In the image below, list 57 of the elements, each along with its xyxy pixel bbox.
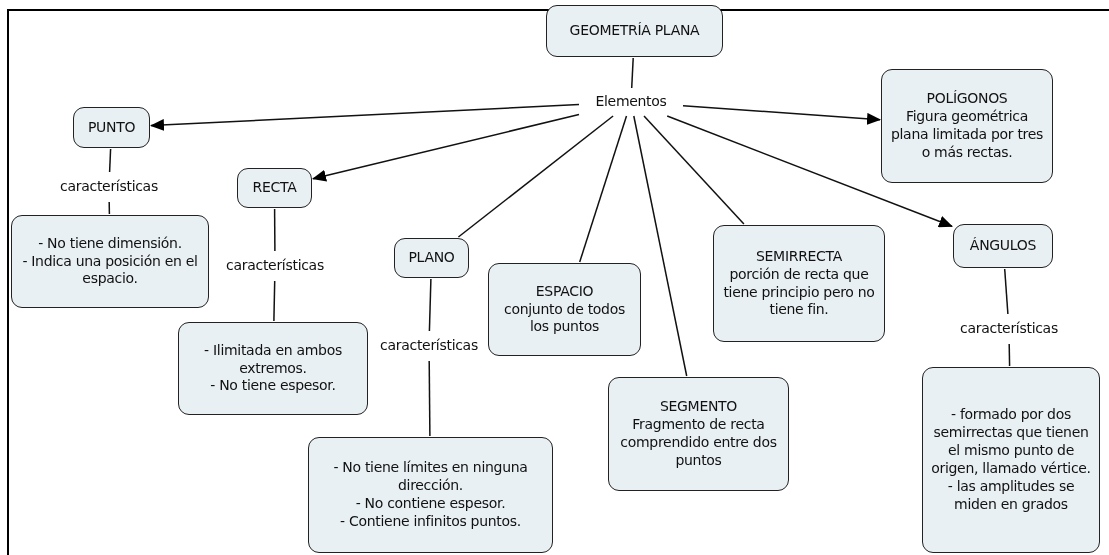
concept-text: Figura geométrica plana limitada por tres o más rectas. — [889, 108, 1045, 162]
concept-box — [488, 263, 641, 356]
connector-line — [108, 148, 112, 173]
connector-line — [273, 208, 276, 252]
concept-text: Fragmento de recta comprendido entre dos puntos — [619, 416, 778, 470]
concept-text: RECTA — [252, 179, 297, 197]
concept-text: - Contiene infinitos puntos. — [340, 512, 521, 531]
connector-line — [643, 115, 745, 225]
concept-title: ESPACIO — [535, 282, 594, 301]
linking-phrase: Elementos — [583, 92, 679, 112]
connector-line — [630, 57, 634, 89]
connector-line — [273, 280, 276, 322]
connector-line — [578, 115, 628, 263]
concept-text: - No contiene espesor. — [355, 495, 506, 513]
concept-box — [73, 107, 150, 148]
concept-title: SEMIRRECTA — [755, 247, 843, 266]
concept-text: - No tiene dimensión. — [38, 234, 182, 253]
concept-box — [953, 224, 1053, 268]
concept-title: POLÍGONOS — [926, 90, 1008, 109]
concept-box — [308, 437, 553, 553]
linking-phrase: características — [50, 176, 168, 198]
connector-line — [633, 115, 688, 377]
concept-box — [546, 5, 723, 57]
connector-line — [1003, 268, 1009, 315]
concept-box — [922, 367, 1100, 553]
concept-box — [11, 215, 209, 308]
concept-box — [394, 238, 469, 278]
connector-line — [428, 360, 431, 437]
arrow — [666, 115, 953, 228]
concept-text: porción de recta que tiene principio pero no tiene fin. — [722, 265, 876, 320]
arrow — [682, 104, 881, 125]
concept-text: - No tiene espesor. — [210, 377, 336, 396]
connector-line — [108, 201, 111, 215]
concept-text: PLANO — [408, 249, 455, 267]
connector-line — [428, 278, 432, 332]
concept-title: SEGMENTO — [659, 398, 738, 417]
concept-text: - Ilimitada en ambos extremos. — [203, 341, 343, 378]
connector-line — [1008, 343, 1011, 367]
linking-phrase: características — [369, 335, 489, 357]
concept-text: PUNTO — [87, 118, 136, 137]
concept-text: GEOMETRÍA PLANA — [569, 22, 700, 40]
concept-text: - Indica una posición en el espacio. — [21, 252, 199, 289]
concept-box — [608, 377, 789, 491]
concept-text: conjunto de todos los puntos — [503, 300, 626, 337]
concept-box — [881, 69, 1053, 183]
concept-text: ÁNGULOS — [969, 237, 1037, 255]
linking-phrase: características — [949, 318, 1069, 340]
concept-text: - las amplitudes se miden en grados — [946, 477, 1076, 514]
arrow — [312, 113, 580, 182]
concept-box — [237, 168, 312, 208]
concept-box — [178, 322, 368, 415]
linking-phrase: características — [215, 255, 335, 277]
concept-text: - No tiene límites en ninguna dirección. — [332, 459, 529, 495]
concept-text: - formado por dos semirrectas que tienen el mismo punto de origen, llamado vértice. — [930, 406, 1092, 478]
concept-box — [713, 225, 885, 342]
connector-line — [457, 115, 614, 238]
arrow — [150, 103, 580, 131]
